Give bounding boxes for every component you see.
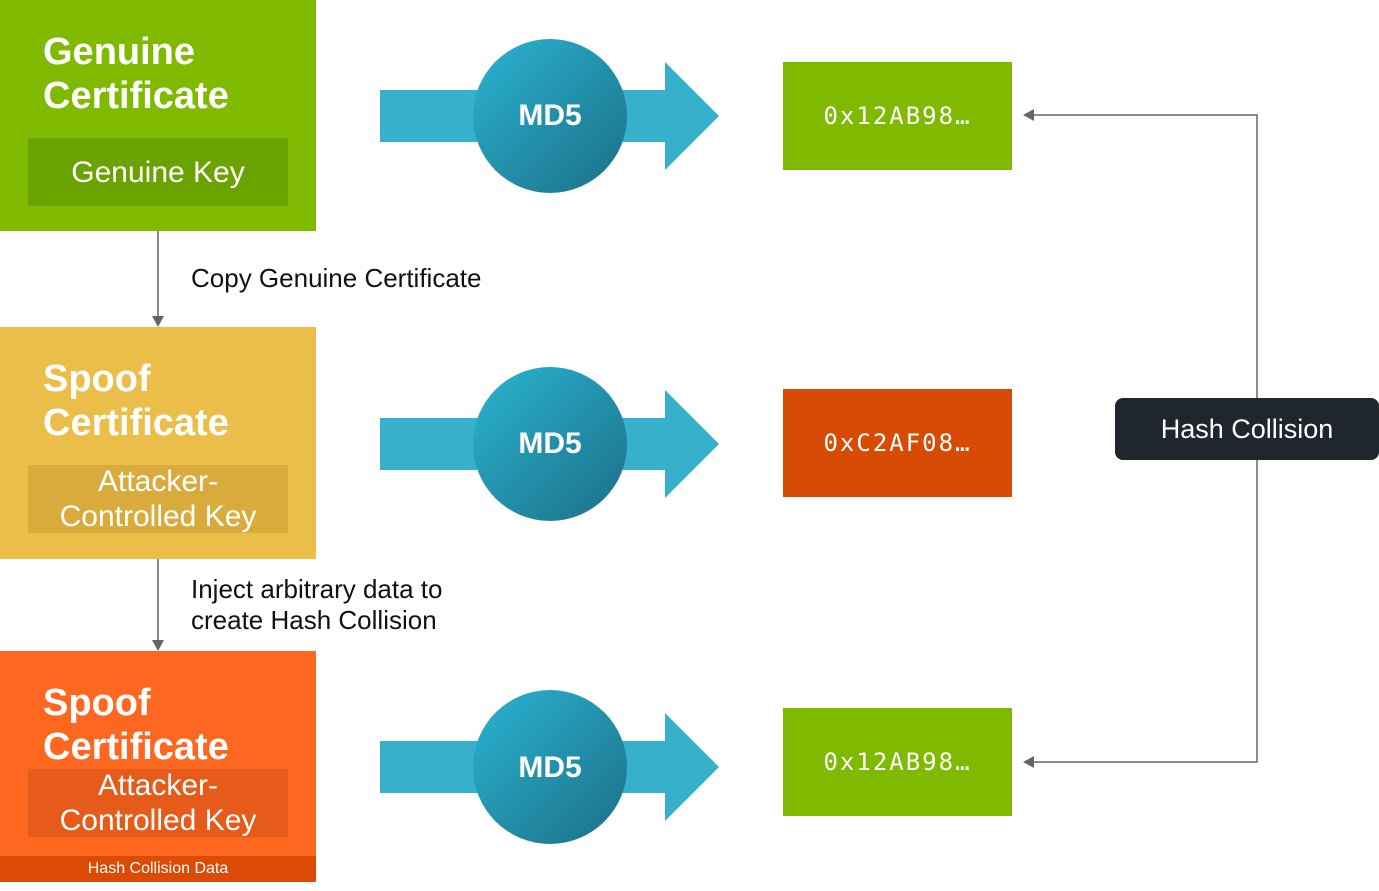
spoof-collision-title-line1: Spoof bbox=[43, 682, 151, 724]
copy-step-label: Copy Genuine Certificate bbox=[191, 263, 482, 293]
inject-step-line1: Inject arbitrary data to bbox=[191, 574, 443, 604]
hash-output-spoof-collision: 0x12AB98… bbox=[783, 708, 1012, 816]
md5-circle-2 bbox=[473, 367, 627, 521]
attacker-key-line2: Controlled Key bbox=[59, 500, 257, 533]
collision-arrowhead-top bbox=[1023, 109, 1034, 121]
md5-label-2: MD5 bbox=[518, 427, 582, 460]
inject-step-label: Inject arbitrary data to create Hash Col… bbox=[191, 574, 442, 636]
genuine-certificate-box: Genuine Certificate Genuine Key bbox=[0, 0, 316, 231]
spoof-collision-certificate-title: Spoof Certificate bbox=[43, 681, 303, 769]
hash-output-genuine: 0x12AB98… bbox=[783, 62, 1012, 170]
spoof-collision-certificate-box: Spoof Certificate Attacker- Controlled K… bbox=[0, 651, 316, 882]
attacker-key-collision-line2: Controlled Key bbox=[59, 804, 257, 837]
hash-output-spoof: 0xC2AF08… bbox=[783, 389, 1012, 497]
md5-arrow-3 bbox=[380, 690, 719, 844]
spoof-certificate-box: Spoof Certificate Attacker- Controlled K… bbox=[0, 327, 316, 559]
md5-arrow-1 bbox=[380, 39, 719, 193]
hash-collision-data-bar: Hash Collision Data bbox=[0, 856, 316, 882]
inject-step-line2: create Hash Collision bbox=[191, 605, 437, 635]
spoof-title-line1: Spoof bbox=[43, 358, 151, 400]
hash-value-genuine: 0x12AB98… bbox=[823, 102, 972, 130]
spoof-certificate-title: Spoof Certificate bbox=[43, 357, 303, 445]
md5-label-3: MD5 bbox=[518, 751, 582, 784]
hash-collision-label-text: Hash Collision bbox=[1160, 413, 1334, 444]
attacker-key-box-collision: Attacker- Controlled Key bbox=[28, 769, 288, 837]
spoof-collision-title-line2: Certificate bbox=[43, 726, 229, 768]
hash-collision-label: Hash Collision bbox=[1115, 398, 1379, 460]
hash-value-spoof: 0xC2AF08… bbox=[823, 429, 972, 457]
hash-value-spoof-collision: 0x12AB98… bbox=[823, 748, 972, 776]
md5-label-1: MD5 bbox=[518, 99, 582, 132]
inject-step-arrowhead bbox=[152, 640, 164, 651]
spoof-title-line2: Certificate bbox=[43, 402, 229, 444]
genuine-certificate-title: Genuine Certificate bbox=[43, 30, 303, 118]
attacker-key-line1: Attacker- bbox=[97, 465, 219, 498]
genuine-key-box: Genuine Key bbox=[28, 138, 288, 206]
genuine-title-line2: Certificate bbox=[43, 75, 229, 117]
copy-step-arrowhead bbox=[152, 316, 164, 327]
hash-collision-data-label: Hash Collision Data bbox=[87, 860, 229, 877]
genuine-key-label: Genuine Key bbox=[71, 155, 245, 189]
collision-arrowhead-bottom bbox=[1023, 756, 1034, 768]
attacker-key-box: Attacker- Controlled Key bbox=[28, 465, 288, 533]
genuine-title-line1: Genuine bbox=[43, 31, 196, 73]
md5-circle-3 bbox=[473, 690, 627, 844]
md5-arrow-2 bbox=[380, 367, 719, 521]
md5-circle-1 bbox=[473, 39, 627, 193]
attacker-key-collision-line1: Attacker- bbox=[97, 769, 219, 802]
